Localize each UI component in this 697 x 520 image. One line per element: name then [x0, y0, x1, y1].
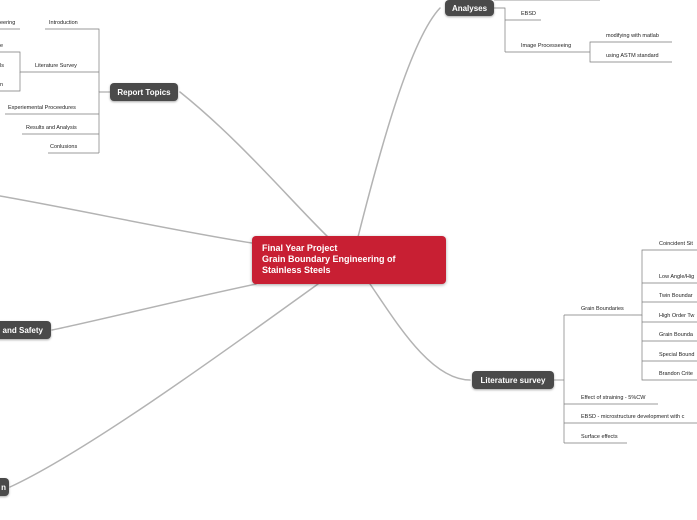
leaf-effect-of-straining[interactable]: Effect of straining - 5%CW — [581, 395, 646, 401]
leaf-introduction[interactable]: Introduction — [49, 20, 78, 26]
leaf-special-boundaries[interactable]: Special Bound — [659, 352, 695, 358]
leaf-coincident-site[interactable]: Coincident Sit — [659, 241, 693, 247]
leaf-twin-boundaries[interactable]: Twin Boundar — [659, 293, 693, 299]
leaf-partial-n[interactable]: n — [0, 82, 4, 88]
leaf-ebsd-microstructure[interactable]: EBSD - microstructure development with c — [581, 414, 685, 420]
connector-report-topics — [179, 91, 329, 238]
leaf-astm-standard[interactable]: using ASTM standard — [606, 53, 659, 59]
central-title-line3: Stainless Steels — [262, 265, 331, 275]
leaf-grain-boundary[interactable]: Grain Bounda — [659, 332, 693, 338]
leaf-results-analysis[interactable]: Results and Analysis — [26, 125, 77, 131]
leaf-ebsd[interactable]: EBSD — [521, 11, 536, 17]
leaf-experimental-procedures[interactable]: Experiemental Proceedures — [8, 105, 76, 111]
topic-bottom-partial[interactable]: n — [0, 478, 9, 496]
connector-safety — [51, 283, 257, 331]
leaf-modifying-matlab[interactable]: modifying with matlab — [606, 33, 659, 39]
leaf-partial-e[interactable]: e — [0, 43, 4, 49]
leaf-partial-ls[interactable]: ls — [0, 63, 4, 69]
leaf-partial-engineering[interactable]: eering — [0, 20, 16, 26]
connector-analyses — [357, 7, 441, 238]
connector-literature — [369, 283, 471, 381]
leaf-low-high-angle[interactable]: Low Angle/Hig — [659, 274, 695, 280]
connector-bottom — [9, 283, 319, 488]
topic-health-and-safety[interactable]: and Safety — [0, 321, 51, 339]
leaf-high-order-twins[interactable]: High Order Tw — [659, 313, 695, 319]
leaf-literature-survey[interactable]: Literature Survey — [35, 63, 77, 69]
leaf-surface-effects[interactable]: Surface effects — [581, 434, 618, 440]
central-topic[interactable]: Final Year Project Grain Boundary Engine… — [252, 236, 446, 284]
leaf-image-processing[interactable]: Image Processeeing — [521, 43, 572, 49]
leaf-conclusions[interactable]: Conlusions — [50, 144, 78, 150]
connector-left-upper — [0, 195, 253, 244]
leaf-brandon-criterion[interactable]: Brandon Crite — [659, 371, 693, 377]
topic-report-topics[interactable]: Report Topics — [110, 83, 178, 101]
topic-literature-survey[interactable]: Literature survey — [472, 371, 554, 389]
topic-analyses[interactable]: Analyses — [445, 0, 494, 16]
leaf-grain-boundaries[interactable]: Grain Boundaries — [581, 306, 624, 312]
central-title-line2: Grain Boundary Engineering of — [262, 254, 396, 264]
central-title-line1: Final Year Project — [262, 243, 338, 253]
